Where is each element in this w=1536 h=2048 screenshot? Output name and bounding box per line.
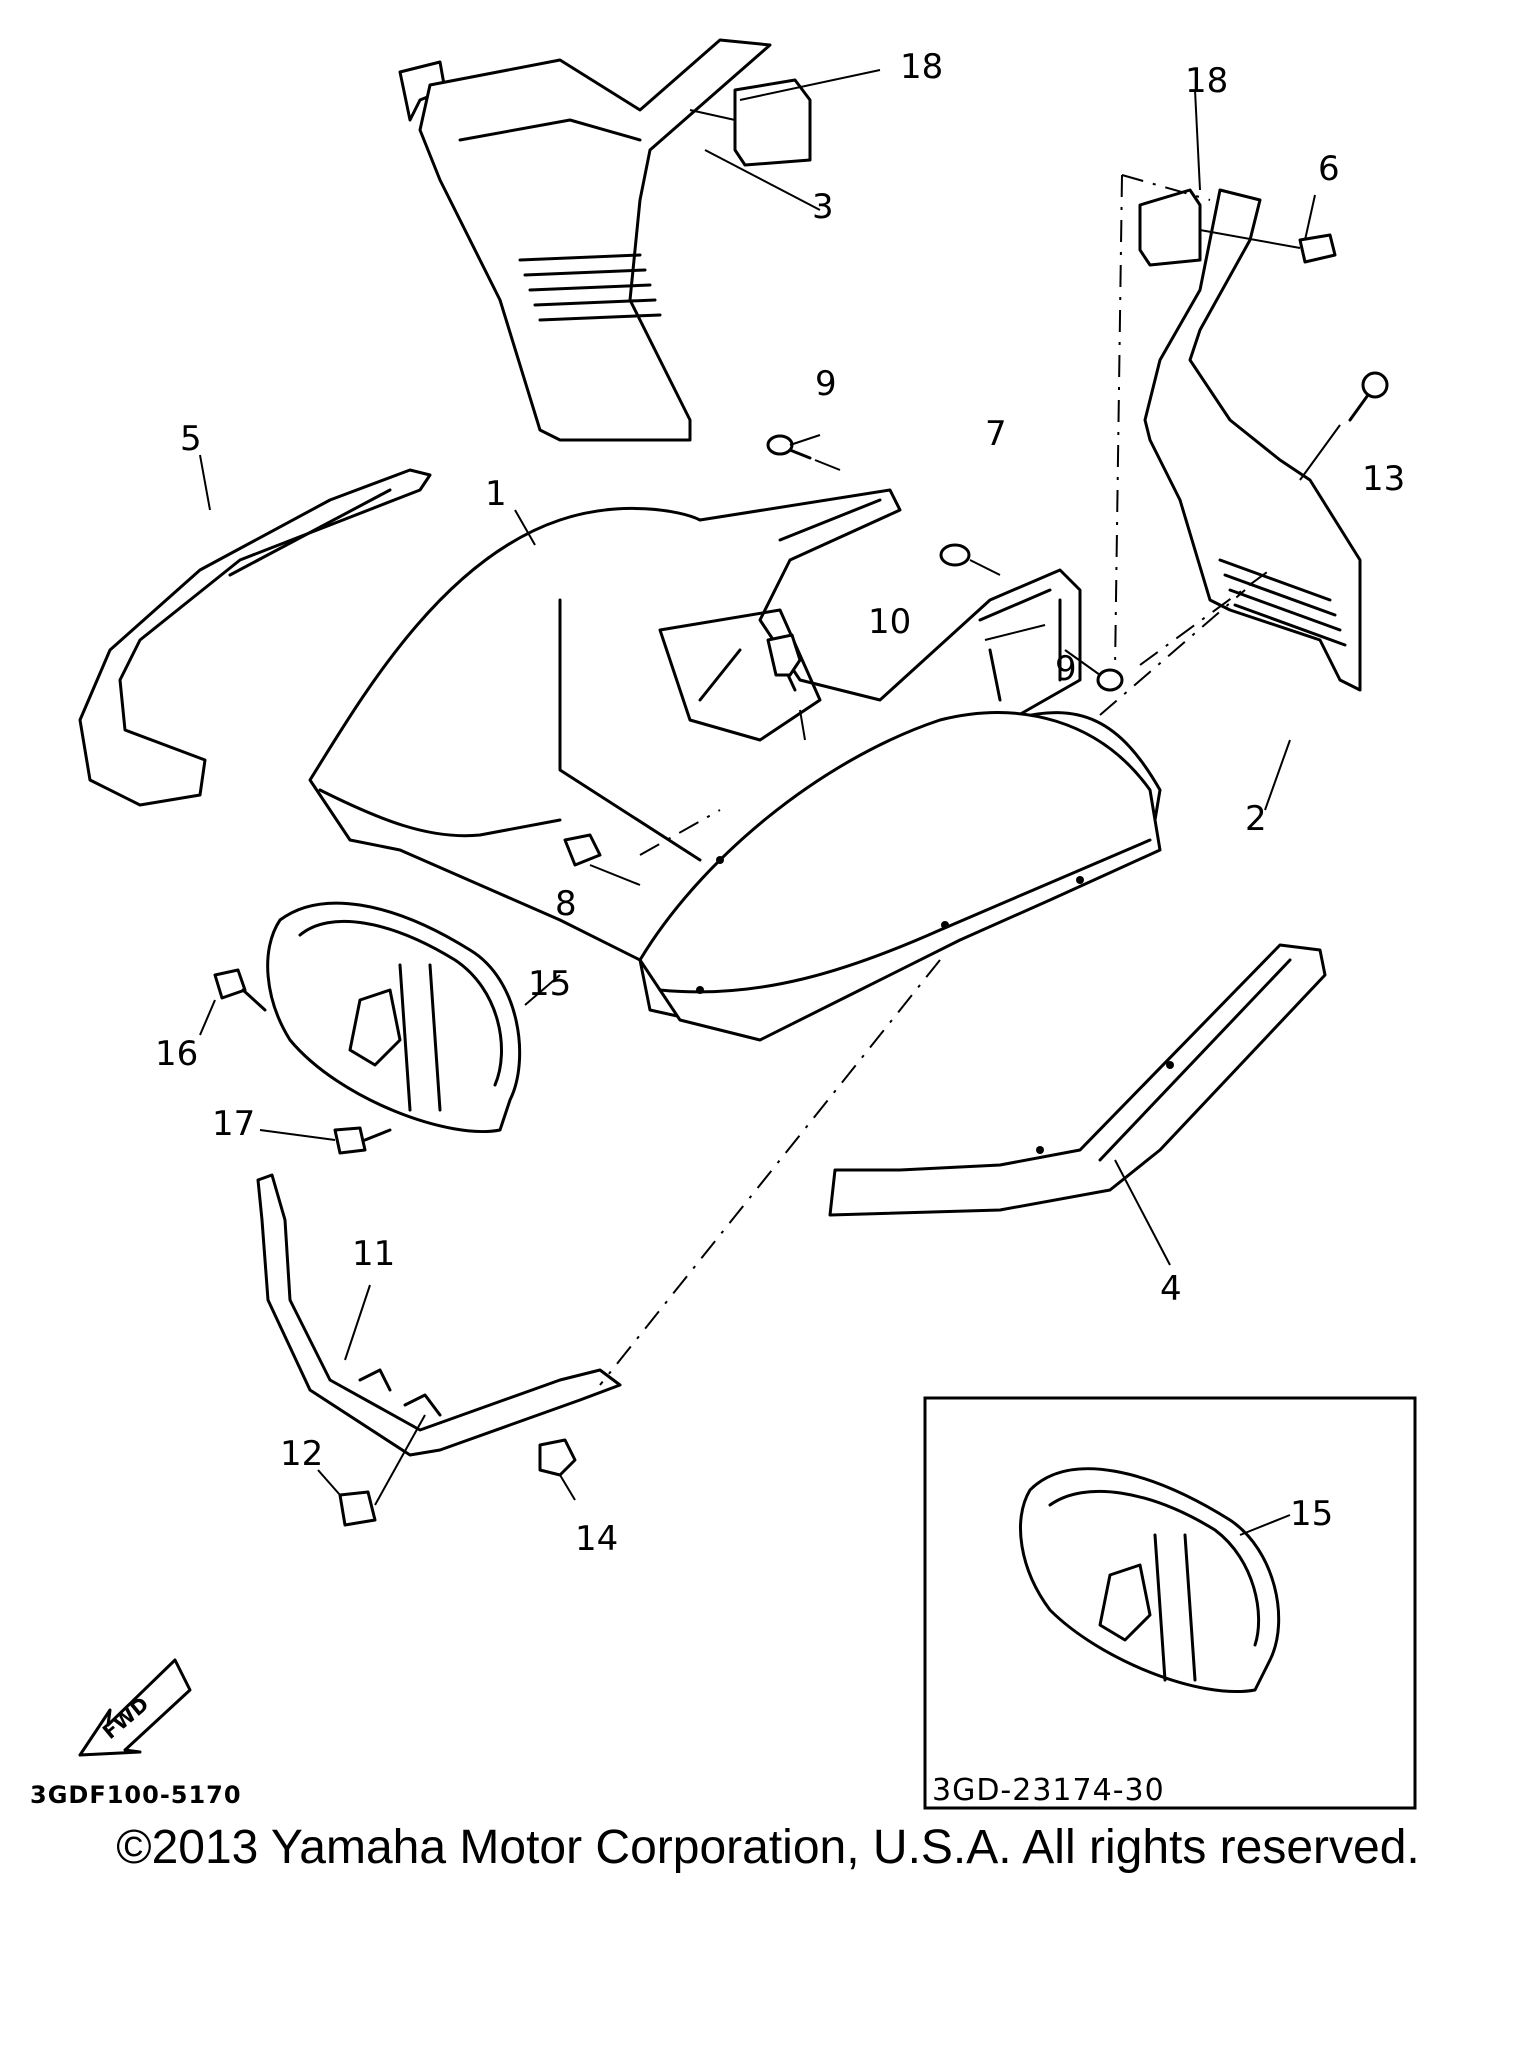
callout-8: 8 (555, 884, 577, 924)
callout-7: 7 (985, 414, 1007, 454)
callout-11: 11 (352, 1234, 395, 1274)
part-6-bolt (1199, 229, 1337, 264)
callout-10: 10 (868, 602, 911, 642)
callout-16: 16 (155, 1034, 198, 1074)
callout-1: 1 (485, 474, 507, 514)
callout-5: 5 (180, 419, 202, 459)
part-7-washer (939, 543, 1001, 576)
callout-4: 4 (1160, 1269, 1182, 1309)
part-5-left-flap (78, 468, 432, 807)
part-9-screw-b (1064, 649, 1124, 692)
callout-9b: 9 (1055, 649, 1077, 689)
part-10-bolt (766, 633, 802, 692)
callout-3: 3 (812, 187, 834, 227)
inset-code: 3GD-23174-30 (932, 1773, 1165, 1808)
part-12-bolt (338, 1490, 377, 1527)
part-13-screw (1299, 371, 1389, 481)
callout-17: 17 (212, 1104, 255, 1144)
part-2-right-side-cover (1143, 188, 1362, 692)
part-15-bracket-inset (1019, 1467, 1281, 1693)
figure-code: 3GDF100-5170 (30, 1781, 242, 1809)
part-18-pad-right (1138, 188, 1202, 267)
callout-14: 14 (575, 1519, 618, 1559)
part-3-left-side-cover (398, 38, 772, 442)
callout-15: 15 (528, 964, 571, 1004)
fwd-arrow: FWD (78, 1658, 192, 1757)
inset-box (923, 1396, 1417, 1810)
callout-15-inset: 15 (1290, 1494, 1333, 1534)
callout-18b: 18 (1185, 61, 1228, 101)
callout-2: 2 (1245, 799, 1267, 839)
part-8-bolt (563, 833, 602, 867)
callout-9a: 9 (815, 364, 837, 404)
part-16-bolt (213, 968, 267, 1012)
callout-13: 13 (1362, 459, 1405, 499)
callout-18a: 18 (900, 47, 943, 87)
part-9-screw-a (766, 434, 841, 471)
part-15-bracket (266, 901, 522, 1133)
callout-12: 12 (280, 1434, 323, 1474)
part-1-fender (308, 488, 1162, 1042)
copyright-text: ©2013 Yamaha Motor Corporation, U.S.A. A… (116, 1821, 1420, 1874)
part-18-pad-left (689, 78, 812, 167)
callout-6: 6 (1318, 149, 1340, 189)
part-14-nut (538, 1438, 577, 1477)
part-4-right-flap (828, 943, 1327, 1217)
part-11-bar (256, 1173, 622, 1457)
part-17-bolt (333, 1126, 392, 1155)
